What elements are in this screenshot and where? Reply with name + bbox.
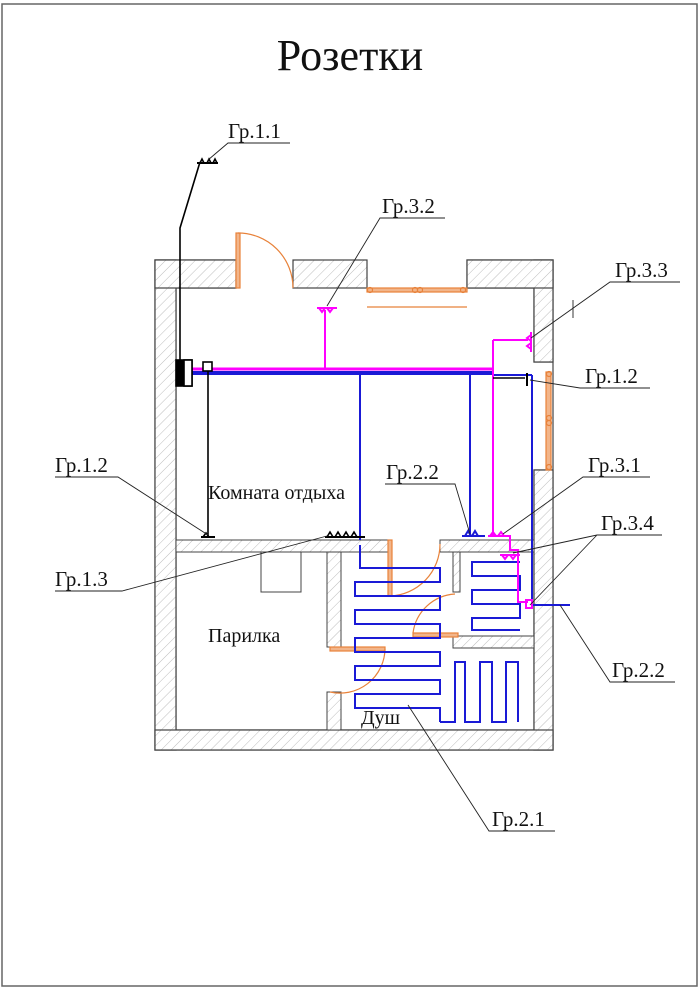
bottom-wall (154, 729, 554, 751)
leader-gr2-2-right (559, 604, 675, 683)
corridor-door-swing (389, 543, 441, 597)
label-gr1-2-right: Гр.1.2 (585, 364, 638, 388)
top-left-wall (154, 259, 237, 289)
socket-gr3-4-wall (525, 599, 533, 609)
group1-wiring (175, 157, 528, 538)
leader-lines (55, 142, 680, 832)
floor-heating-right-lower (440, 661, 519, 723)
sheet-frame (1, 3, 698, 987)
socket-gr3-3 (525, 332, 532, 352)
leader-gr3-3 (530, 281, 680, 339)
label-gr3-4: Гр.3.4 (601, 511, 654, 535)
leader-gr1-2-left (55, 476, 209, 536)
room-steam: Парилка (208, 625, 280, 647)
partition-steam-lower (326, 691, 342, 731)
label-gr2-2-right: Гр.2.2 (612, 658, 665, 682)
partition-middle-right (439, 539, 535, 553)
socket-gr3-4 (500, 554, 520, 561)
label-gr3-1: Гр.3.1 (588, 453, 641, 477)
partition-steam-upper (326, 551, 342, 648)
room-shower: Душ (361, 707, 401, 729)
group-labels: Гр.1.1 Гр.3.2 Гр.3.3 Гр.1.2 Гр.1.2 Гр.2.… (55, 119, 668, 831)
top-wall-segment (292, 259, 368, 289)
label-gr1-2-left: Гр.1.2 (55, 453, 108, 477)
group2-wiring (188, 371, 570, 723)
steam-door-leaf (329, 646, 386, 652)
label-gr3-2: Гр.3.2 (382, 194, 435, 218)
leader-gr3-4 (512, 534, 662, 606)
room-rest: Комната отдыха (208, 482, 345, 504)
leader-gr3-1 (502, 476, 650, 535)
partition-inner-vertical (452, 551, 461, 593)
walls (154, 259, 554, 751)
label-gr1-3: Гр.1.3 (55, 567, 108, 591)
entry-door-swing (237, 232, 294, 289)
shower-door-leaf (412, 632, 459, 638)
leader-gr1-3 (55, 535, 328, 592)
label-gr2-1: Гр.2.1 (492, 807, 545, 831)
leader-gr2-1 (407, 704, 555, 832)
leader-gr2-2-center (385, 483, 471, 535)
right-wall-lower (533, 469, 554, 751)
junction-box (202, 361, 213, 372)
socket-gr1-2-left (201, 531, 215, 538)
label-gr1-1: Гр.1.1 (228, 119, 281, 143)
steam-door-swing (329, 648, 386, 694)
partition-middle-left (175, 539, 389, 553)
stove (260, 551, 302, 593)
left-wall (154, 259, 177, 751)
drawing-title: Розетки (276, 31, 424, 80)
socket-gr3-1 (488, 530, 510, 537)
socket-gr2-2-center (462, 529, 485, 537)
label-gr3-3: Гр.3.3 (615, 258, 668, 282)
floor-heating-right-upper (471, 561, 521, 631)
partition-inner-horizontal (452, 635, 535, 649)
floor-heating-left (354, 545, 441, 722)
leader-gr3-2 (326, 217, 445, 307)
shower-door-swing (412, 593, 456, 634)
leader-gr1-1 (207, 142, 290, 161)
top-right-wall (466, 259, 554, 289)
group3-wiring (188, 307, 533, 609)
socket-gr1-1 (197, 157, 218, 164)
socket-gr1-3 (325, 530, 365, 538)
leader-gr1-2-right (529, 379, 650, 389)
entry-door-leaf (235, 232, 241, 289)
room-labels: Комната отдыха Парилка Душ (208, 482, 401, 729)
label-gr2-2-center: Гр.2.2 (386, 460, 439, 484)
socket-gr3-2 (317, 307, 337, 314)
